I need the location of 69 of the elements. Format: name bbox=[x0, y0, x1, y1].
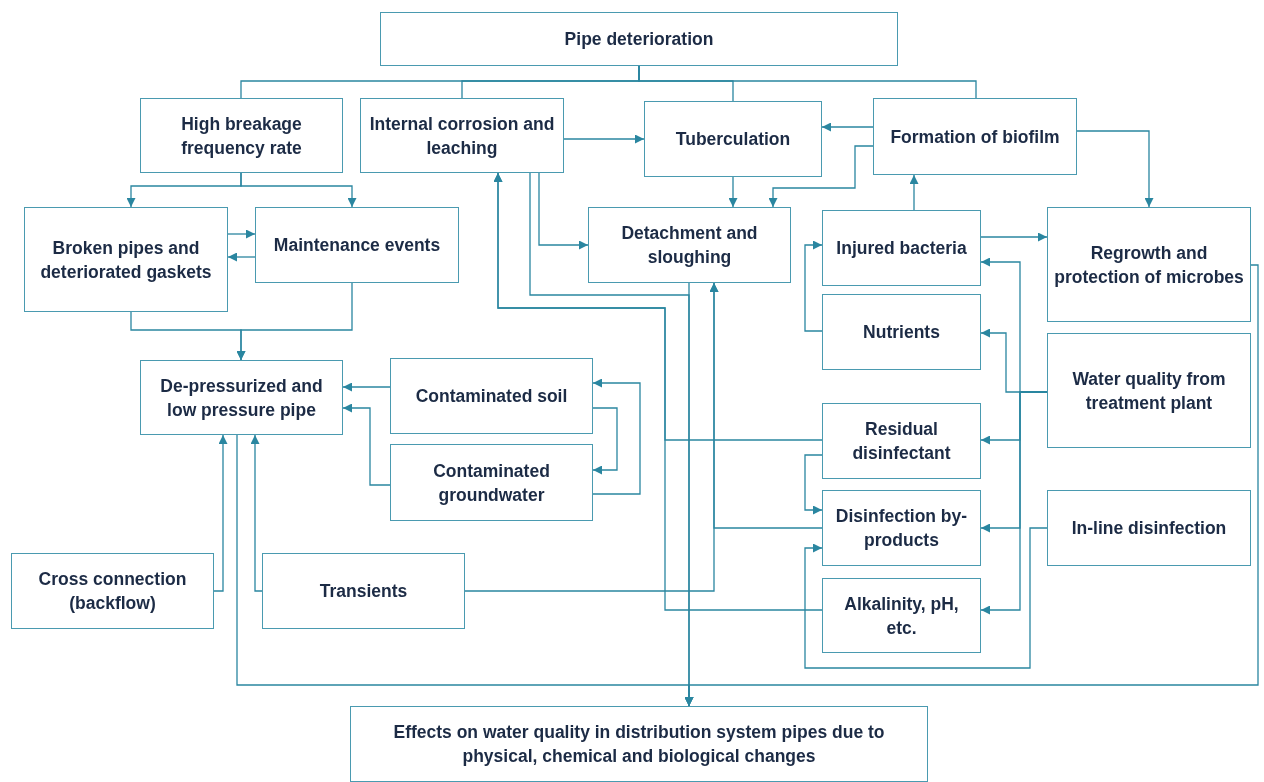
arrow bbox=[227, 252, 256, 262]
node-label: Alkalinity, pH, etc. bbox=[843, 592, 960, 640]
node-label: Water quality from treatment plant bbox=[1071, 367, 1227, 415]
node-label: Formation of biofilm bbox=[890, 125, 1060, 149]
arrow bbox=[236, 282, 353, 361]
process-box bbox=[262, 553, 465, 629]
process-box bbox=[822, 403, 981, 479]
node-label: Injured bacteria bbox=[836, 237, 967, 260]
arrow bbox=[1076, 130, 1154, 208]
arrow bbox=[909, 174, 919, 211]
process-box bbox=[822, 210, 981, 286]
arrow bbox=[342, 403, 391, 486]
node-label: Regrowth and protection of microbes bbox=[1054, 241, 1244, 289]
node-label: High breakage frequency rate bbox=[180, 112, 303, 160]
process-box bbox=[822, 294, 981, 370]
arrow bbox=[227, 229, 256, 239]
process-box bbox=[822, 578, 981, 653]
process-box bbox=[1047, 207, 1251, 322]
process-box bbox=[390, 444, 593, 521]
process-box bbox=[588, 207, 791, 283]
process-box bbox=[390, 358, 593, 434]
process-box bbox=[350, 706, 928, 782]
arrow bbox=[342, 382, 391, 392]
arrow bbox=[213, 434, 228, 592]
node-label: Transients bbox=[319, 580, 408, 603]
node-label: Cross connection (backflow) bbox=[37, 568, 188, 615]
arrow bbox=[250, 434, 263, 592]
arrow bbox=[821, 122, 874, 132]
arrow bbox=[804, 454, 823, 515]
process-box bbox=[644, 101, 822, 177]
node-label: Contaminated groundwater bbox=[432, 459, 551, 507]
process-box bbox=[360, 98, 564, 173]
arrow bbox=[592, 378, 641, 495]
node-label: Internal corrosion and leaching bbox=[368, 112, 556, 160]
process-box bbox=[1047, 490, 1251, 566]
arrow bbox=[804, 527, 1048, 669]
arrow bbox=[684, 264, 1259, 707]
process-box bbox=[255, 207, 459, 283]
arrow bbox=[563, 134, 645, 144]
arrow bbox=[464, 282, 719, 592]
node-label: Effects on water quality in distribution system pipes due to physical, chemical and biological changes bbox=[392, 721, 886, 768]
arrow bbox=[538, 172, 589, 250]
process-box bbox=[873, 98, 1077, 175]
arrow bbox=[240, 172, 357, 208]
node-label: Residual disinfectant bbox=[851, 418, 952, 465]
arrow bbox=[493, 172, 823, 611]
process-box bbox=[24, 207, 228, 312]
process-box bbox=[140, 360, 343, 435]
process-box bbox=[11, 553, 214, 629]
node-label: Broken pipes and deteriorated gaskets bbox=[39, 236, 213, 284]
arrow bbox=[980, 232, 1048, 242]
process-box bbox=[1047, 333, 1251, 448]
node-label: In-line disinfection bbox=[1071, 517, 1227, 540]
node-label: Contaminated soil bbox=[415, 385, 568, 408]
process-box bbox=[380, 12, 898, 66]
node-label: Maintenance events bbox=[273, 234, 441, 257]
process-box bbox=[822, 490, 981, 566]
arrow bbox=[592, 407, 618, 475]
node-label: Disinfection by-products bbox=[834, 505, 969, 552]
node-label: Nutrients bbox=[863, 321, 940, 344]
node-label: Pipe deterioration bbox=[564, 28, 714, 51]
arrow bbox=[804, 240, 823, 332]
process-box bbox=[140, 98, 343, 173]
arrow bbox=[980, 391, 1048, 615]
arrow bbox=[768, 145, 874, 208]
node-label: Tuberculation bbox=[675, 128, 791, 151]
node-label: De-pressurized and low pressure pipe bbox=[159, 374, 324, 422]
arrow bbox=[728, 176, 738, 208]
node-label: Detachment and sloughing bbox=[620, 222, 759, 269]
